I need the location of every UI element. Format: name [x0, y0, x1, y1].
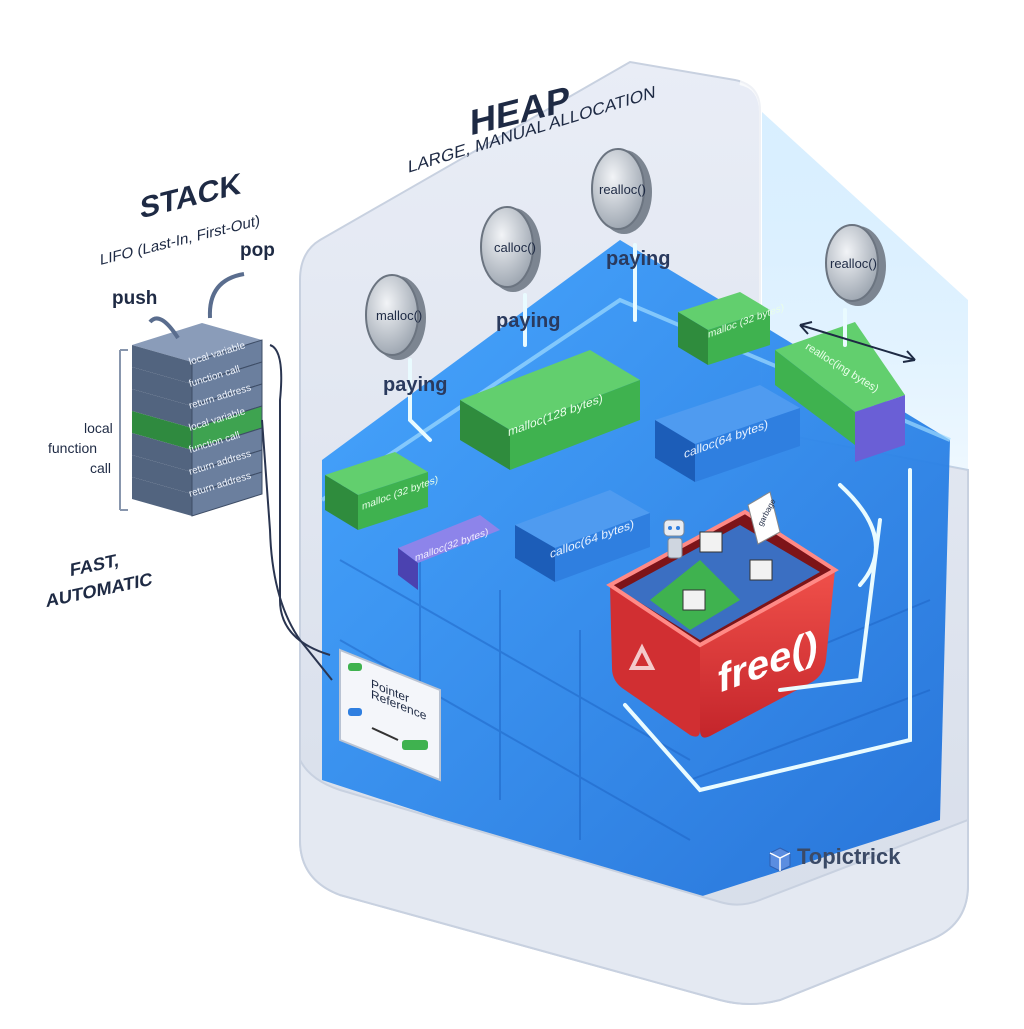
- heap-block-malloc-32-purple: [398, 515, 500, 590]
- reference-swatch: [348, 708, 362, 716]
- heap-block-calloc-64-left: [515, 490, 650, 582]
- flow-arrows: [408, 243, 912, 793]
- coin-icon: [365, 274, 426, 360]
- arrow-icon: [371, 727, 399, 741]
- coin-icon: [480, 206, 541, 292]
- garbage-chip: [682, 589, 706, 611]
- target-swatch: [402, 740, 428, 750]
- garbage-chip: [749, 559, 773, 581]
- stack-side-label-1: local: [84, 420, 113, 436]
- heap-block-malloc-128: [460, 350, 640, 470]
- push-arrow: [148, 316, 180, 340]
- heap-block-malloc-32-left: [325, 452, 428, 530]
- paying-label-3: paying: [606, 248, 671, 270]
- stack-frame-side: [132, 345, 192, 384]
- coin-label-realloc-right: realloc(): [830, 256, 877, 271]
- garbage-note: [747, 491, 781, 545]
- heap-block-calloc-64-right: [655, 385, 800, 482]
- stack-frame-side: [132, 455, 192, 494]
- pointer-legend: [339, 648, 441, 782]
- free-bin: [606, 491, 839, 738]
- coin-label-malloc: malloc(): [376, 308, 423, 323]
- stack-frame-side: [132, 433, 192, 472]
- heap-block-malloc-32-top: [678, 292, 770, 365]
- coin-icon: [591, 148, 652, 234]
- robot-icon: [663, 519, 685, 559]
- stack-top: [132, 323, 262, 362]
- brand-cube-icon: [769, 847, 791, 872]
- stack-frame: [191, 471, 263, 517]
- stack-frame-side: [132, 411, 192, 450]
- push-label: push: [112, 288, 158, 309]
- coin-icon: [825, 224, 886, 306]
- recycle-icon: [628, 643, 656, 670]
- pointer-swatch: [348, 663, 362, 671]
- heap-blocks: [325, 292, 905, 590]
- pop-arrow: [207, 272, 245, 319]
- coin-label-realloc: realloc(): [599, 182, 646, 197]
- stack-frame-side: [132, 477, 192, 516]
- paying-label-1: paying: [383, 374, 448, 396]
- stack-frame-side: [132, 367, 192, 406]
- garbage-chip: [699, 531, 723, 553]
- stack-side-label-3: call: [90, 460, 112, 476]
- stack-side-label-2: function: [48, 440, 98, 456]
- pop-label: pop: [240, 240, 275, 261]
- stack-frame-side: [132, 389, 192, 428]
- brand-name: Topictrick: [797, 844, 901, 869]
- heap-block-realloc: [775, 322, 905, 462]
- realloc-width-arrow: [799, 321, 916, 363]
- paying-label-2: paying: [496, 310, 561, 332]
- coin-label-calloc: calloc(): [494, 240, 536, 255]
